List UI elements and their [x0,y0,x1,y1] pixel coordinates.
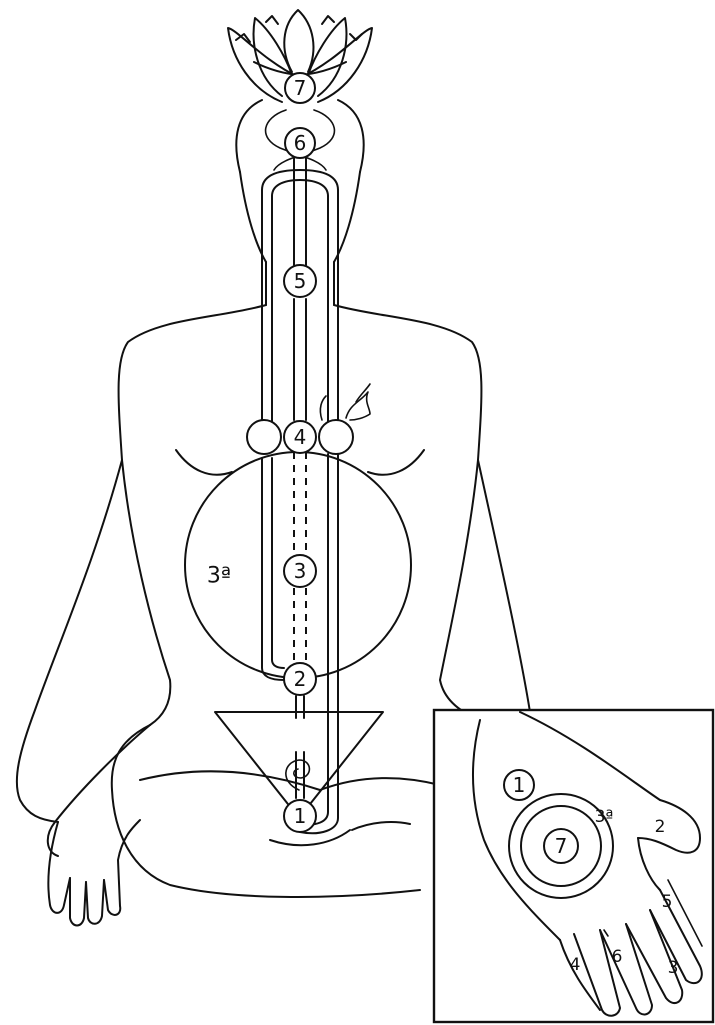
solar-plexus-label: 3ª [207,564,231,589]
chakra-1-label: 1 [294,804,307,828]
finger-6-label: 6 [612,947,623,967]
palm-3a-label: 3ª [595,807,614,827]
chakra-7: 7 [285,73,315,103]
nadi-channels [262,158,338,833]
chakra-2-label: 2 [294,667,307,691]
finger-5-label: 5 [662,892,673,912]
chakra-3-label: 3 [294,559,307,583]
thumb-2-label: 2 [655,817,666,837]
chakra-3: 3 [284,555,316,587]
chakra-1: 1 [284,800,316,832]
chakra-4-label: 4 [294,425,307,449]
palm-center-7-label: 7 [555,834,568,858]
left-hand [48,820,140,926]
hand-inset: 1 3ª 7 2 5 3 6 4 [434,710,713,1022]
palm-chakra-1-label: 1 [513,773,526,797]
chakra-5-label: 5 [294,269,307,293]
chakra-4: 4 [284,421,316,453]
legs-outline [112,725,440,897]
chakra-7-label: 7 [294,76,307,100]
chakra-6-label: 6 [294,131,307,155]
finger-4-label: 4 [570,955,581,975]
chakra-5: 5 [284,265,316,297]
chakra-2: 2 [284,663,316,695]
chakra-6: 6 [285,128,315,158]
finger-3-label: 3 [668,958,679,978]
